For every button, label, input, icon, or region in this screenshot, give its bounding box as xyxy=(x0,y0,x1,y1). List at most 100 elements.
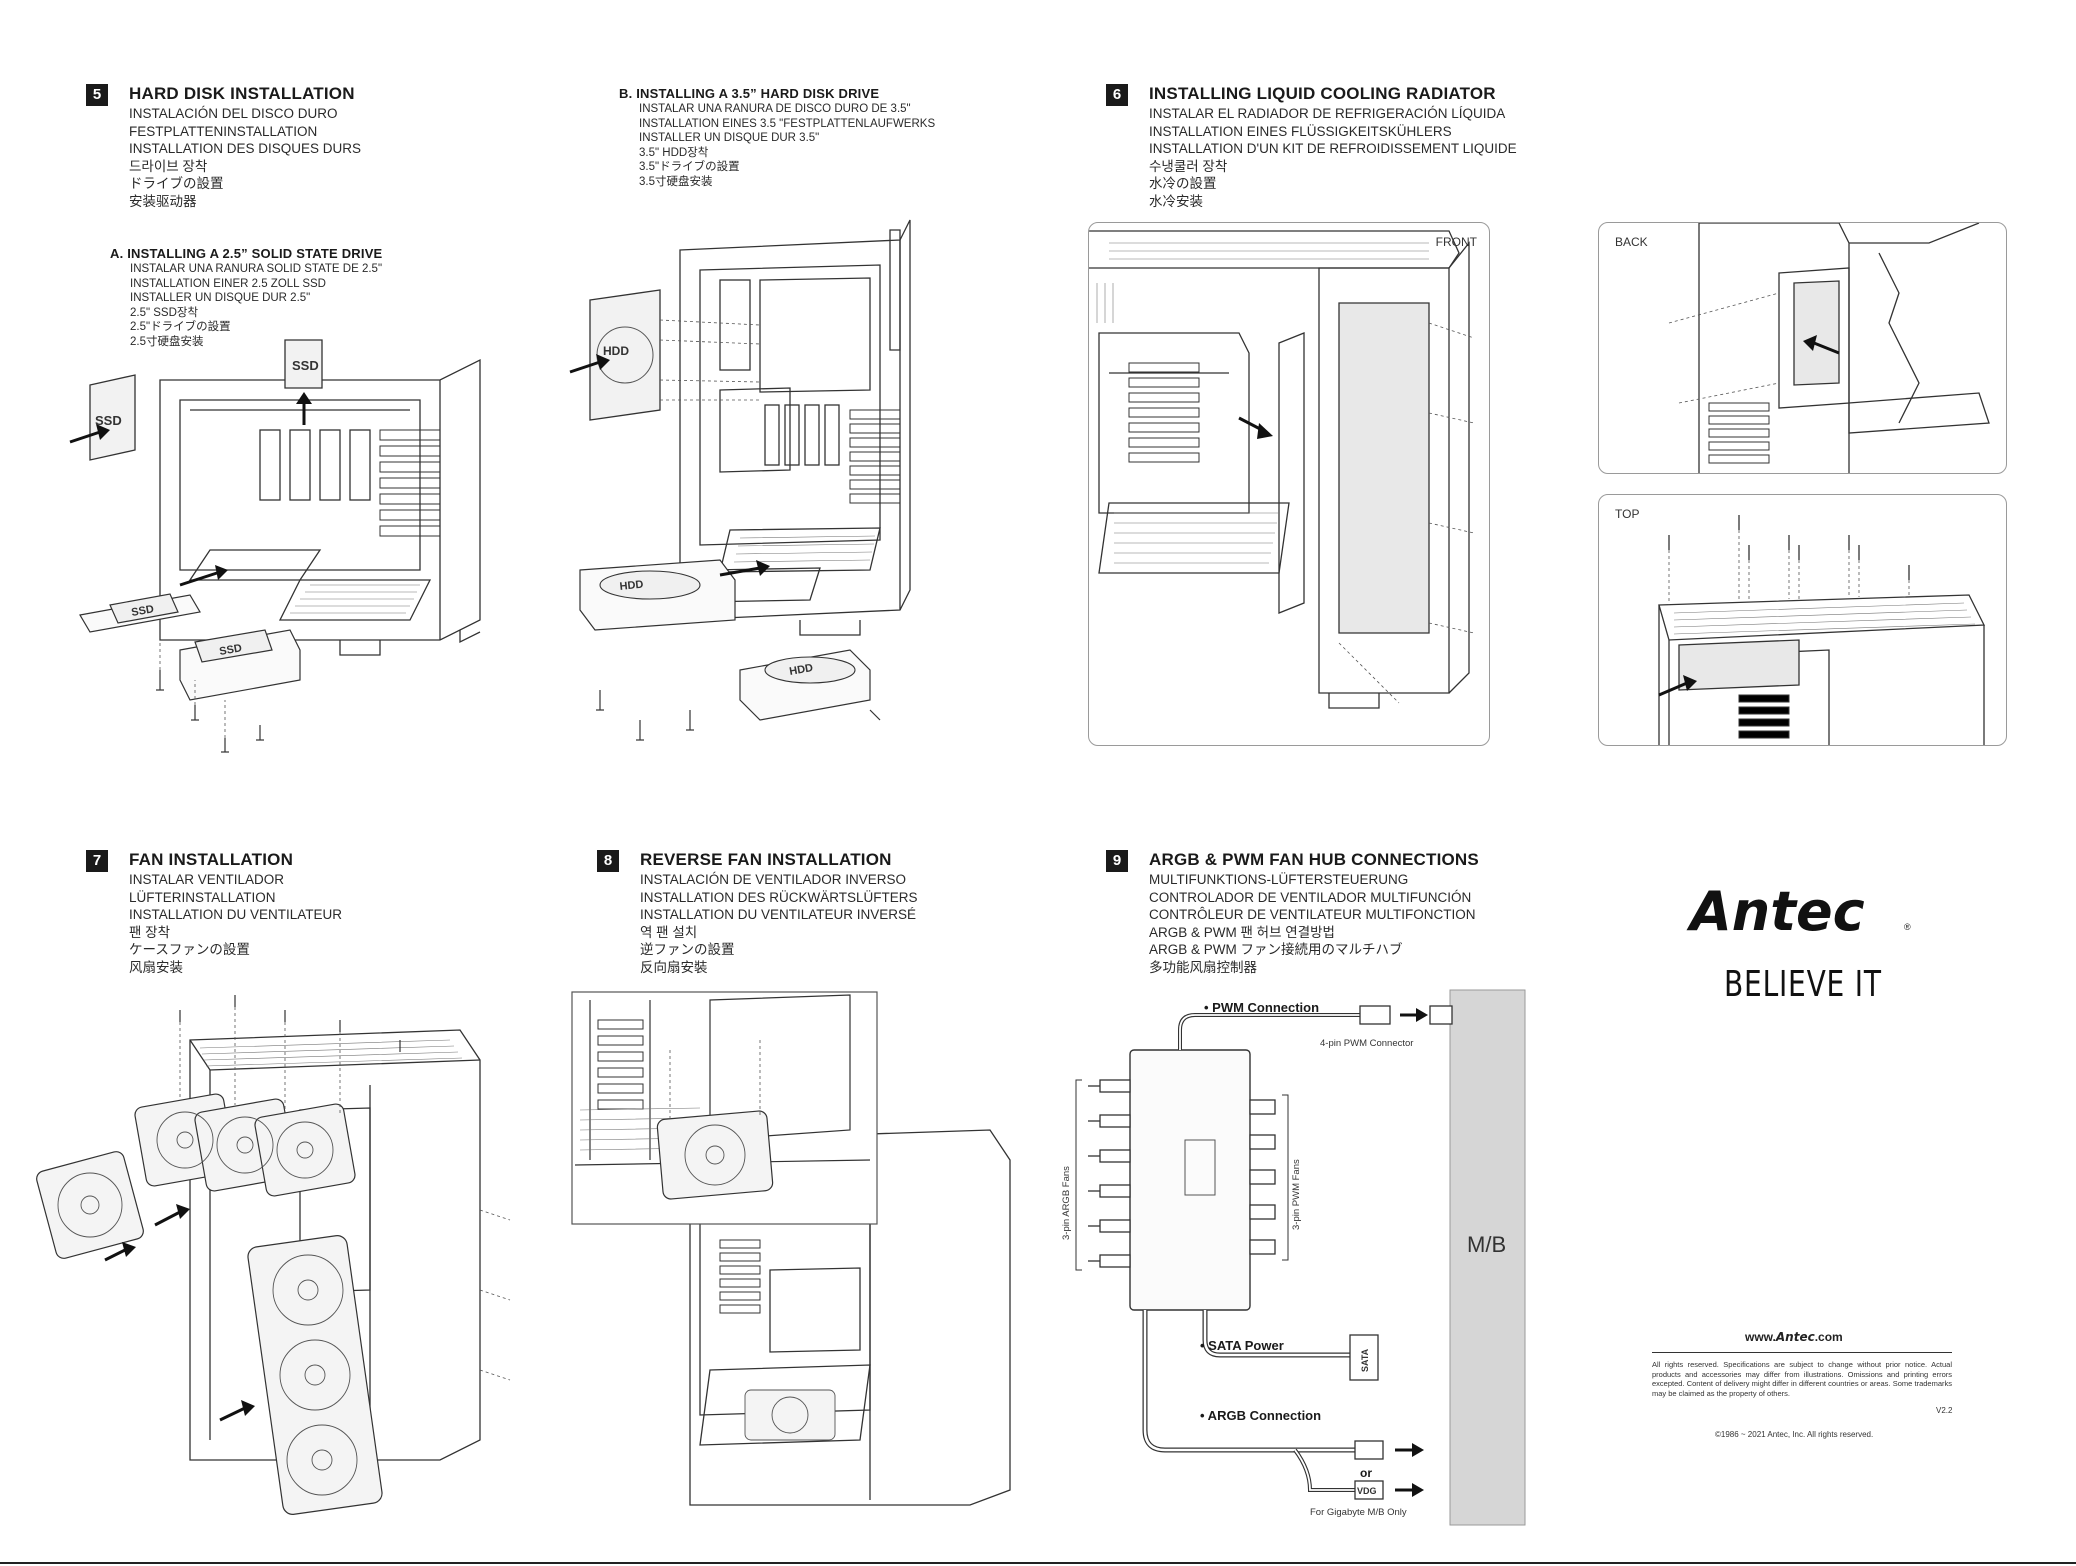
section-6-line: 水冷安装 xyxy=(1149,193,1203,209)
vdg-label: VDG xyxy=(1357,1486,1377,1496)
section-7-line: 风扇安装 xyxy=(129,959,183,975)
bottom-rule xyxy=(0,1562,2076,1564)
ssd-label: SSD xyxy=(292,358,319,373)
copyright-text: ©1986 ~ 2021 Antec, Inc. All rights rese… xyxy=(1715,1430,1874,1439)
gigabyte-note: For Gigabyte M/B Only xyxy=(1310,1507,1407,1518)
section-5b-line: 3.5"ドライブの設置 xyxy=(639,161,740,173)
section-5a-line: INSTALLER UN DISQUE DUR 2.5" xyxy=(130,292,311,304)
section-8-line: 反向扇安裝 xyxy=(640,959,708,975)
front-radiator-illustration xyxy=(1089,230,1475,709)
section-5b-title: B. INSTALLING A 3.5” HARD DISK DRIVE xyxy=(619,86,880,101)
section-9-line: CONTRÔLEUR DE VENTILATEUR MULTIFONCTION xyxy=(1149,907,1476,922)
fan-installation-illustration xyxy=(36,995,511,1515)
section-9-number: 9 xyxy=(1106,850,1128,872)
section-5a-title: A. INSTALLING A 2.5” SOLID STATE DRIVE xyxy=(110,246,383,261)
url-brand: Antec xyxy=(1775,1330,1815,1344)
hdd-label: HDD xyxy=(619,579,644,593)
section-5a-heading: A. INSTALLING A 2.5” SOLID STATE DRIVE I… xyxy=(110,246,382,349)
section-5a-line: INSTALLATION EINER 2.5 ZOLL SSD xyxy=(130,277,326,290)
ssd-label: SSD xyxy=(95,413,122,428)
section-6-line: 수냉쿨러 장착 xyxy=(1149,158,1228,174)
section-5-heading: HARD DISK INSTALLATION INSTALACIÓN DEL D… xyxy=(129,84,361,210)
section-5b-line: INSTALAR UNA RANURA DE DISCO DURO DE 3.5… xyxy=(639,103,911,115)
section-9-heading: ARGB & PWM FAN HUB CONNECTIONS MULTIFUNK… xyxy=(1149,850,1479,976)
section-5-line: INSTALLATION DES DISQUES DURS xyxy=(129,141,362,156)
section-5b-line: 3.5寸硬盘安装 xyxy=(639,175,713,188)
section-8-title: REVERSE FAN INSTALLATION xyxy=(640,850,892,869)
section-9-line: MULTIFUNKTIONS-LÜFTERSTEUERUNG xyxy=(1149,872,1409,887)
section-8-line: INSTALLATION DES RÜCKWÄRTSLÜFTERS xyxy=(640,889,918,905)
section-5-line: ドライブの設置 xyxy=(129,176,224,191)
section-8-line: 역 팬 설치 xyxy=(640,924,698,940)
ssd-label: SSD xyxy=(218,642,242,658)
url-underline xyxy=(1652,1352,1952,1353)
section-7-title: FAN INSTALLATION xyxy=(129,850,294,869)
section-6-title: INSTALLING LIQUID COOLING RADIATOR xyxy=(1149,84,1496,103)
section-7-number: 7 xyxy=(86,850,108,872)
section-5b-line: INSTALLER UN DISQUE DUR 3.5" xyxy=(639,132,820,144)
brand-block: Antec ® BELIEVE IT xyxy=(1640,880,1940,1005)
section-8-heading: REVERSE FAN INSTALLATION INSTALACIÓN DE … xyxy=(640,850,918,976)
fan-hub-wiring-diagram: • PWM Connection 4-pin PWM Connector 3-p… xyxy=(1061,989,1526,1526)
section-5-line: 드라이브 장착 xyxy=(129,158,208,174)
back-panel-label: BACK xyxy=(1615,235,1648,249)
section-7-line: 팬 장착 xyxy=(129,924,171,940)
back-radiator-panel: BACK xyxy=(1598,222,2007,474)
section-7-heading: FAN INSTALLATION INSTALAR VENTILADOR LÜF… xyxy=(129,850,342,976)
section-5-line: 安装驱动器 xyxy=(129,193,197,209)
section-5b-line: 3.5" HDD장착 xyxy=(639,146,709,159)
section-7-line: ケースファンの設置 xyxy=(129,942,250,957)
section-6-number: 6 xyxy=(1106,84,1128,106)
top-panel-label: TOP xyxy=(1615,507,1640,521)
section-6-line: 水冷の設置 xyxy=(1149,176,1217,191)
section-5a-line: 2.5"ドライブの設置 xyxy=(130,321,231,333)
hdd-label: HDD xyxy=(603,344,629,358)
or-label: or xyxy=(1360,1466,1372,1480)
brand-url: www.Antec.com xyxy=(1745,1330,1843,1344)
sata-connector-label: SATA xyxy=(1360,1348,1370,1372)
motherboard-label: M/B xyxy=(1467,1232,1506,1257)
section-8-number: 8 xyxy=(597,850,619,872)
disclaimer-text: All rights reserved. Specifications are … xyxy=(1652,1360,1952,1398)
argb-connection-label: • ARGB Connection xyxy=(1200,1408,1321,1423)
hdd-installation-illustration: HDD HDD HDD xyxy=(569,219,911,741)
section-6-line: INSTALAR EL RADIADOR DE REFRIGERACIÓN LÍ… xyxy=(1149,106,1506,121)
section-5-number: 5 xyxy=(86,84,108,106)
section-6-heading: INSTALLING LIQUID COOLING RADIATOR INSTA… xyxy=(1149,84,1517,210)
section-5a-line: 2.5寸硬盘安装 xyxy=(130,335,204,348)
section-5a-line: 2.5" SSD장착 xyxy=(130,306,199,319)
section-5-line: INSTALACIÓN DEL DISCO DURO xyxy=(129,106,338,121)
section-5b-line: INSTALLATION EINES 3.5 "FESTPLATTENLAUFW… xyxy=(639,117,936,130)
url-suffix: .com xyxy=(1814,1330,1843,1344)
section-7-line: LÜFTERINSTALLATION xyxy=(129,889,276,905)
url-prefix: www. xyxy=(1745,1330,1776,1344)
ssd-label: SSD xyxy=(130,603,154,619)
section-9-line: CONTROLADOR DE VENTILADOR MULTIFUNCIÓN xyxy=(1149,889,1472,905)
antec-logo: Antec xyxy=(1690,880,1865,943)
section-5a-line: INSTALAR UNA RANURA SOLID STATE DE 2.5" xyxy=(130,263,383,275)
sata-power-label: • SATA Power xyxy=(1200,1338,1284,1353)
section-5-title: HARD DISK INSTALLATION xyxy=(129,84,355,103)
section-6-line: INSTALLATION EINES FLÜSSIGKEITSKÜHLERS xyxy=(1149,123,1452,139)
section-8-line: INSTALLATION DU VENTILATEUR INVERSÉ xyxy=(640,907,917,922)
front-radiator-panel: FRONT xyxy=(1088,222,1490,746)
brand-tagline: BELIEVE IT xyxy=(1724,964,1882,1005)
argb-fans-label: 3-pin ARGB Fans xyxy=(1061,1166,1072,1240)
pwm-connector-label: 4-pin PWM Connector xyxy=(1320,1038,1413,1049)
hdd-label: HDD xyxy=(788,662,814,678)
ssd-installation-illustration: SSD SSD SSD SSD xyxy=(69,339,481,753)
section-6-line: INSTALLATION D'UN KIT DE REFROIDISSEMENT… xyxy=(1149,141,1517,156)
top-radiator-panel: TOP xyxy=(1598,494,2007,746)
version-label: V2.2 xyxy=(1936,1406,1953,1415)
pwm-fans-label: 3-pin PWM Fans xyxy=(1291,1159,1302,1230)
registered-mark: ® xyxy=(1904,922,1911,932)
section-9-line: 多功能风扇控制器 xyxy=(1149,959,1257,975)
section-7-line: INSTALLATION DU VENTILATEUR xyxy=(129,907,343,922)
pwm-connection-label: • PWM Connection xyxy=(1204,1000,1319,1015)
section-8-line: INSTALACIÓN DE VENTILADOR INVERSO xyxy=(640,872,907,887)
section-9-title: ARGB & PWM FAN HUB CONNECTIONS xyxy=(1149,850,1479,869)
section-5b-heading: B. INSTALLING A 3.5” HARD DISK DRIVE INS… xyxy=(619,86,935,189)
back-radiator-illustration xyxy=(1668,223,1990,473)
section-7-line: INSTALAR VENTILADOR xyxy=(129,872,285,887)
top-radiator-illustration xyxy=(1658,515,1986,745)
